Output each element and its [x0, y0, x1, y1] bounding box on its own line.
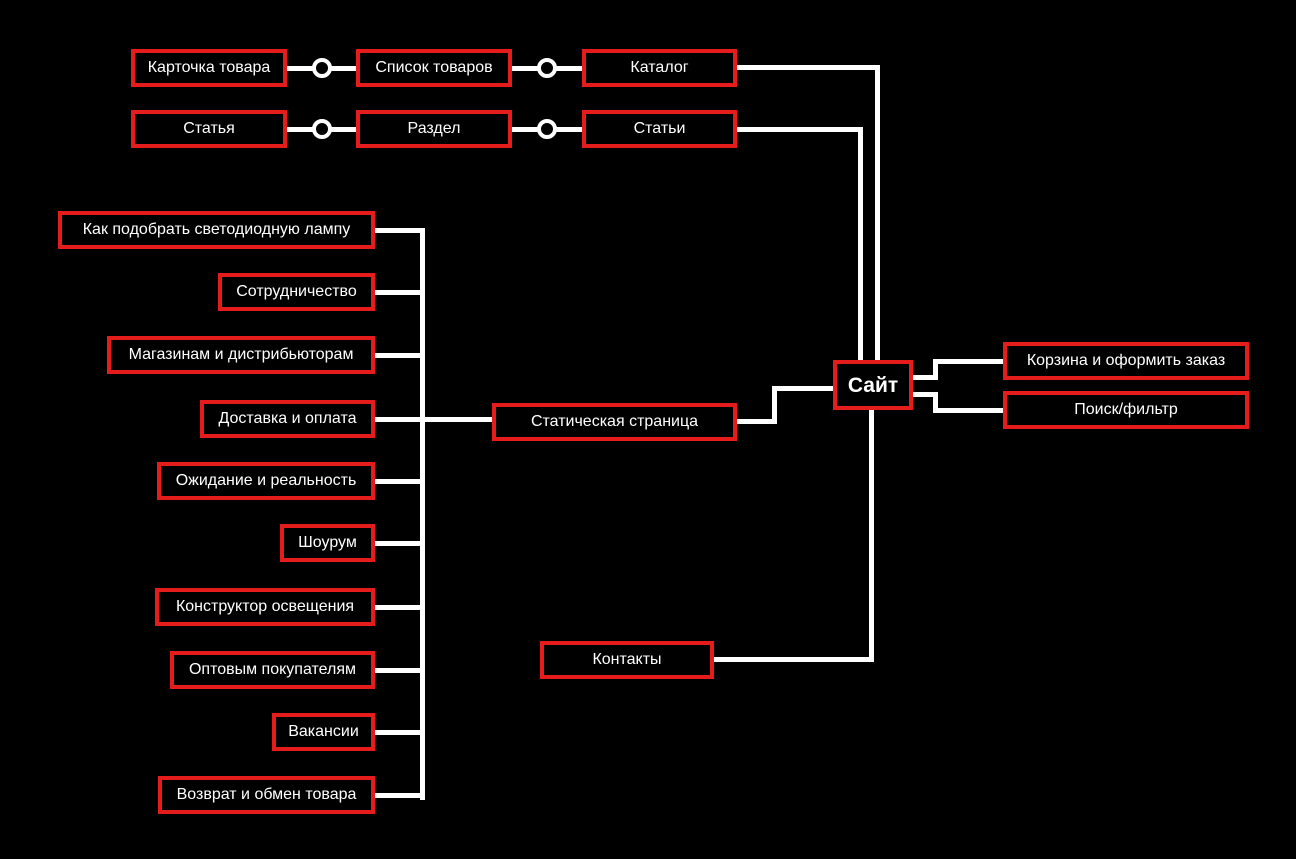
edge-delivery-spine-staticpage [375, 417, 492, 422]
node-label: Как подобрать светодиодную лампу [82, 221, 351, 238]
node-label: Каталог [630, 59, 689, 76]
spine-static-pages-v [420, 228, 425, 800]
node-contacts[interactable]: Контакты [540, 641, 714, 679]
node-vacancies[interactable]: Вакансии [272, 713, 375, 751]
node-label: Статическая страница [530, 413, 699, 430]
node-section[interactable]: Раздел [356, 110, 512, 148]
node-label: Конструктор освещения [175, 598, 355, 615]
edge-expectation-spine [375, 479, 425, 484]
node-label: Шоурум [298, 534, 357, 551]
node-catalog[interactable]: Каталог [582, 49, 737, 87]
edge-staticpage-site-v [772, 386, 777, 424]
edge-cooperation-spine [375, 290, 425, 295]
node-label: Магазинам и дистрибьюторам [128, 346, 354, 363]
edge-productcard-productlist-left [287, 66, 313, 71]
edge-returns-spine [375, 793, 425, 798]
edge-site-search-h [933, 408, 1003, 413]
circle-connector-icon [312, 58, 332, 78]
node-returns-exchange[interactable]: Возврат и обмен товара [158, 776, 375, 814]
node-label: Ожидание и реальность [175, 472, 357, 489]
node-label: Карточка товара [147, 59, 271, 76]
node-label: Статья [183, 120, 235, 137]
edge-catalog-site-h [737, 65, 880, 70]
edge-productcard-productlist-right [331, 66, 356, 71]
edge-staticpage-site-h1 [737, 419, 777, 424]
edge-productlist-catalog-right [556, 66, 582, 71]
edge-site-contacts-h [714, 657, 874, 662]
edge-howtochoose-spine [375, 228, 425, 233]
edge-productlist-catalog-left [512, 66, 538, 71]
node-label: Вакансии [288, 723, 359, 740]
node-product-list[interactable]: Список товаров [356, 49, 512, 87]
node-delivery-payment[interactable]: Доставка и оплата [200, 400, 375, 438]
node-wholesale-buyers[interactable]: Оптовым покупателям [170, 651, 375, 689]
circle-connector-icon [537, 58, 557, 78]
node-label: Сайт [847, 373, 899, 397]
node-label: Контакты [592, 651, 662, 668]
node-search-filter[interactable]: Поиск/фильтр [1003, 391, 1249, 429]
node-label: Корзина и оформить заказ [1026, 352, 1226, 369]
edge-section-articles-left [512, 127, 538, 132]
edge-site-cart-stub [913, 375, 938, 380]
edge-article-section-left [287, 127, 313, 132]
edge-site-cart-v [933, 359, 938, 380]
node-label: Сотрудничество [236, 283, 357, 300]
node-label: Список товаров [375, 59, 493, 76]
edge-articles-site-v [858, 127, 863, 360]
edge-constructor-spine [375, 605, 425, 610]
edge-site-search-stub [913, 392, 938, 397]
circle-connector-icon [312, 119, 332, 139]
node-how-to-choose[interactable]: Как подобрать светодиодную лампу [58, 211, 375, 249]
node-article[interactable]: Статья [131, 110, 287, 148]
node-shops-distributors[interactable]: Магазинам и дистрибьюторам [107, 336, 375, 374]
edge-site-cart-h [933, 359, 1003, 364]
node-product-card[interactable]: Карточка товара [131, 49, 287, 87]
edge-site-search-v [933, 392, 938, 413]
node-expectation-reality[interactable]: Ожидание и реальность [157, 462, 375, 500]
edge-showroom-spine [375, 541, 425, 546]
node-lighting-constructor[interactable]: Конструктор освещения [155, 588, 375, 626]
node-label: Возврат и обмен товара [176, 786, 357, 803]
node-label: Доставка и оплата [218, 410, 357, 427]
edge-catalog-site-v [875, 65, 880, 360]
node-cart-checkout[interactable]: Корзина и оформить заказ [1003, 342, 1249, 380]
node-label: Оптовым покупателям [188, 661, 357, 678]
edge-section-articles-right [556, 127, 582, 132]
edge-staticpage-site-h2 [772, 386, 833, 391]
node-showroom[interactable]: Шоурум [280, 524, 375, 562]
node-cooperation[interactable]: Сотрудничество [218, 273, 375, 311]
node-label: Статьи [633, 120, 686, 137]
node-label: Поиск/фильтр [1074, 401, 1178, 418]
edge-shopsdistrib-spine [375, 353, 425, 358]
node-static-page[interactable]: Статическая страница [492, 403, 737, 441]
edge-site-contacts-v [869, 410, 874, 662]
edge-articles-site-h [737, 127, 863, 132]
node-site[interactable]: Сайт [833, 360, 913, 410]
circle-connector-icon [537, 119, 557, 139]
node-label: Раздел [407, 120, 461, 137]
edge-vacancies-spine [375, 730, 425, 735]
edge-wholesale-spine [375, 668, 425, 673]
node-articles[interactable]: Статьи [582, 110, 737, 148]
edge-article-section-right [331, 127, 356, 132]
